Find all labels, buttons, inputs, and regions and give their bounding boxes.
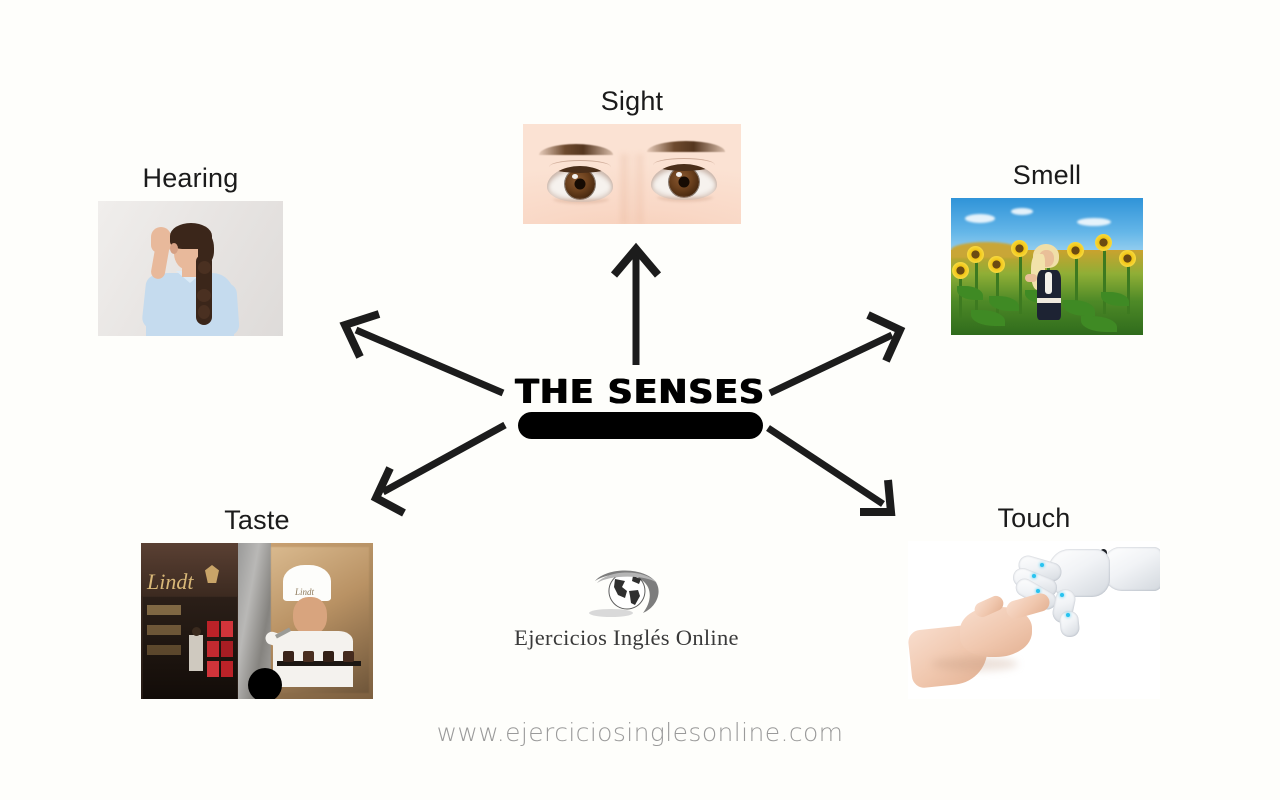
center-title-block: THE SENSES: [495, 375, 785, 439]
arrow-to-touch: [766, 425, 896, 516]
listening-girl-photo: [98, 201, 283, 336]
brand-logo: Ejercicios Inglés Online: [513, 567, 740, 689]
node-smell: Smell: [951, 162, 1143, 335]
node-smell-label: Smell: [1012, 160, 1082, 190]
node-sight: Sight: [523, 88, 741, 224]
center-title-text: THE SENSES: [515, 372, 765, 411]
human-robot-hands-photo: [908, 541, 1160, 699]
node-hearing: Hearing: [98, 165, 283, 336]
node-touch-label: Touch: [997, 503, 1071, 533]
brand-logo-text: Ejercicios Inglés Online: [514, 625, 739, 650]
node-taste: Taste Lindt: [141, 507, 373, 699]
sunflower-field-photo: [951, 198, 1143, 335]
node-taste-label: Taste: [224, 505, 290, 535]
arrow-to-sight: [610, 242, 662, 365]
lindt-logo-text: Lindt: [147, 569, 194, 594]
eyes-photo: [523, 124, 741, 224]
node-sight-label: Sight: [600, 86, 664, 116]
black-dot-overlay: [248, 668, 282, 699]
node-hearing-label: Hearing: [142, 163, 239, 193]
center-title-bar: [517, 412, 763, 439]
globe-swoosh-icon: [588, 570, 659, 617]
node-touch: Touch: [908, 505, 1160, 699]
arrow-to-taste: [370, 421, 507, 517]
arrow-to-hearing: [339, 310, 505, 397]
lindt-chocolate-shop-photo: Lindt Lindt: [141, 543, 373, 699]
website-url: www.ejerciciosinglesonline.com: [436, 718, 844, 747]
